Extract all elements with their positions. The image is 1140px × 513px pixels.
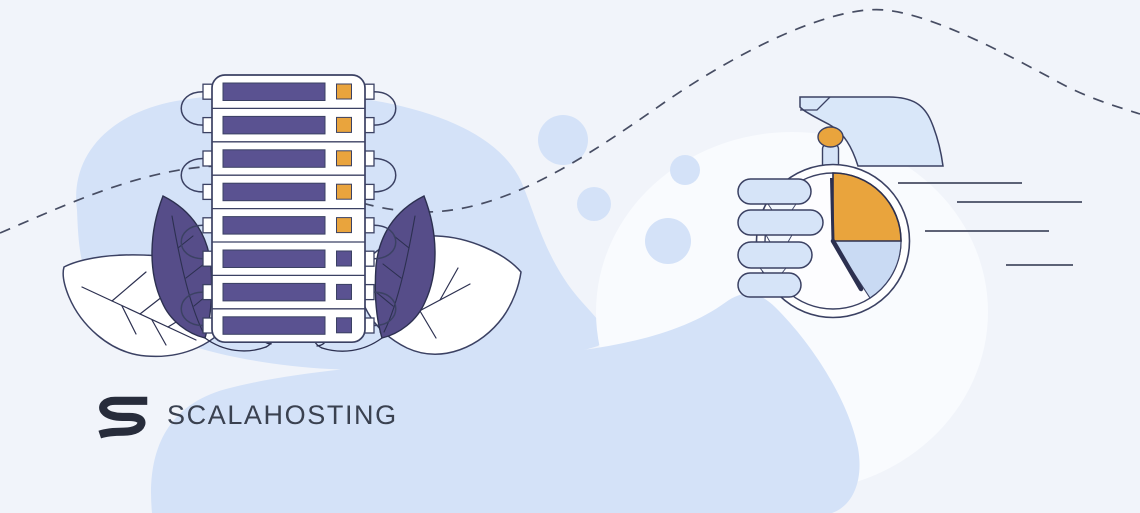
logo: SCALAHOSTING — [95, 391, 398, 441]
server-drive-bars — [222, 82, 326, 335]
server-cable-loops — [180, 90, 397, 327]
finger-webbing — [759, 203, 797, 274]
plant-leaves — [62, 195, 522, 358]
watch-hand-minute — [830, 238, 864, 292]
blob-bottom — [151, 293, 860, 513]
speed-lines — [898, 182, 1082, 266]
dial-sector-orange — [832, 172, 902, 242]
logo-text: SCALAHOSTING — [167, 399, 398, 430]
blob-circle — [577, 187, 611, 221]
blob-circle — [538, 115, 588, 165]
watch-hand-twelve — [830, 177, 835, 242]
thumb-wing-notch — [800, 96, 831, 111]
server-indicator-lights — [336, 83, 352, 334]
server-row-dividers — [212, 107, 365, 310]
scalahosting-logo-icon — [98, 396, 148, 439]
hand-fingers — [737, 178, 824, 298]
dial-sector-blue — [831, 240, 902, 299]
blob-circle — [645, 218, 691, 264]
server-stack-illustration — [180, 74, 397, 344]
thumb-wing — [799, 96, 944, 167]
stopwatch-crown — [817, 126, 844, 148]
blob-circle — [670, 155, 700, 185]
stopwatch-illustration — [737, 96, 1082, 319]
